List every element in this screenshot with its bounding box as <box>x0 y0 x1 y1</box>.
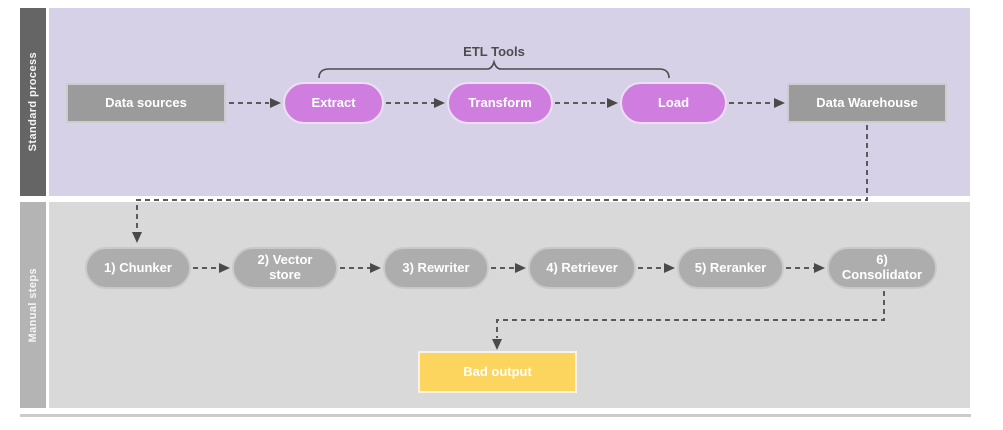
node-consolidator: 6) Consolidator <box>827 247 937 289</box>
arrowhead-icon <box>270 98 281 108</box>
arrowhead-icon <box>370 263 381 273</box>
node-data-sources: Data sources <box>66 83 226 123</box>
arrowhead-icon <box>132 232 142 243</box>
connector-consolidator-to-bad-output <box>496 291 885 338</box>
arrowhead-icon <box>515 263 526 273</box>
etl-tools-label: ETL Tools <box>463 44 525 59</box>
node-chunker: 1) Chunker <box>85 247 191 289</box>
bottom-divider <box>20 414 971 417</box>
arrowhead-icon <box>664 263 675 273</box>
arrowhead-icon <box>814 263 825 273</box>
node-data-warehouse: Data Warehouse <box>787 83 947 123</box>
node-extract: Extract <box>283 82 384 124</box>
node-retriever: 4) Retriever <box>528 247 636 289</box>
arrowhead-icon <box>219 263 230 273</box>
arrowhead-icon <box>434 98 445 108</box>
arrowhead-icon <box>607 98 618 108</box>
node-transform: Transform <box>447 82 553 124</box>
sidebar-standard-process: Standard process <box>20 8 46 196</box>
node-bad-output: Bad output <box>418 351 577 393</box>
node-vector-store: 2) Vector store <box>232 247 338 289</box>
node-reranker: 5) Reranker <box>677 247 784 289</box>
etl-tools-brace <box>318 59 670 79</box>
node-rewriter: 3) Rewriter <box>383 247 489 289</box>
arrowhead-icon <box>774 98 785 108</box>
node-load: Load <box>620 82 727 124</box>
connector-data-warehouse-to-chunker <box>136 125 868 231</box>
arrowhead-icon <box>492 339 502 350</box>
sidebar-manual-steps: Manual steps <box>20 202 46 408</box>
